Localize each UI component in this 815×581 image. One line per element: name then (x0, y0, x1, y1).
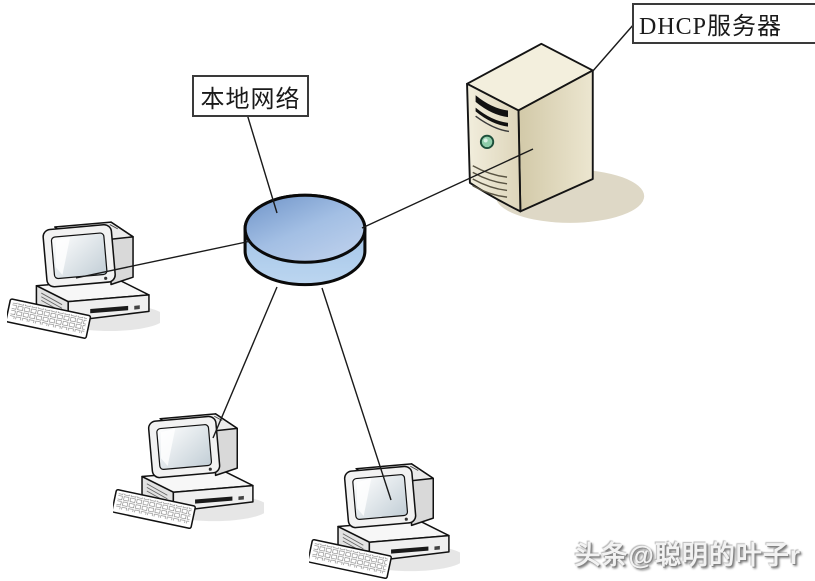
client-pc-1-graphic (0, 205, 160, 342)
label-dhcp-server: DHCP服务器 (632, 3, 815, 44)
server-tower-graphic (466, 42, 645, 223)
watermark-text: 头条@聪明的叶子r (574, 540, 801, 570)
client-pc-2-graphic (102, 397, 264, 532)
label-dhcp-server-text: DHCP服务器 (639, 14, 783, 40)
client-pc-3-graphic (298, 447, 460, 581)
label-local-network: 本地网络 (192, 75, 309, 117)
label-local-network-text: 本地网络 (200, 86, 301, 113)
hub-disc-graphic (243, 193, 367, 287)
